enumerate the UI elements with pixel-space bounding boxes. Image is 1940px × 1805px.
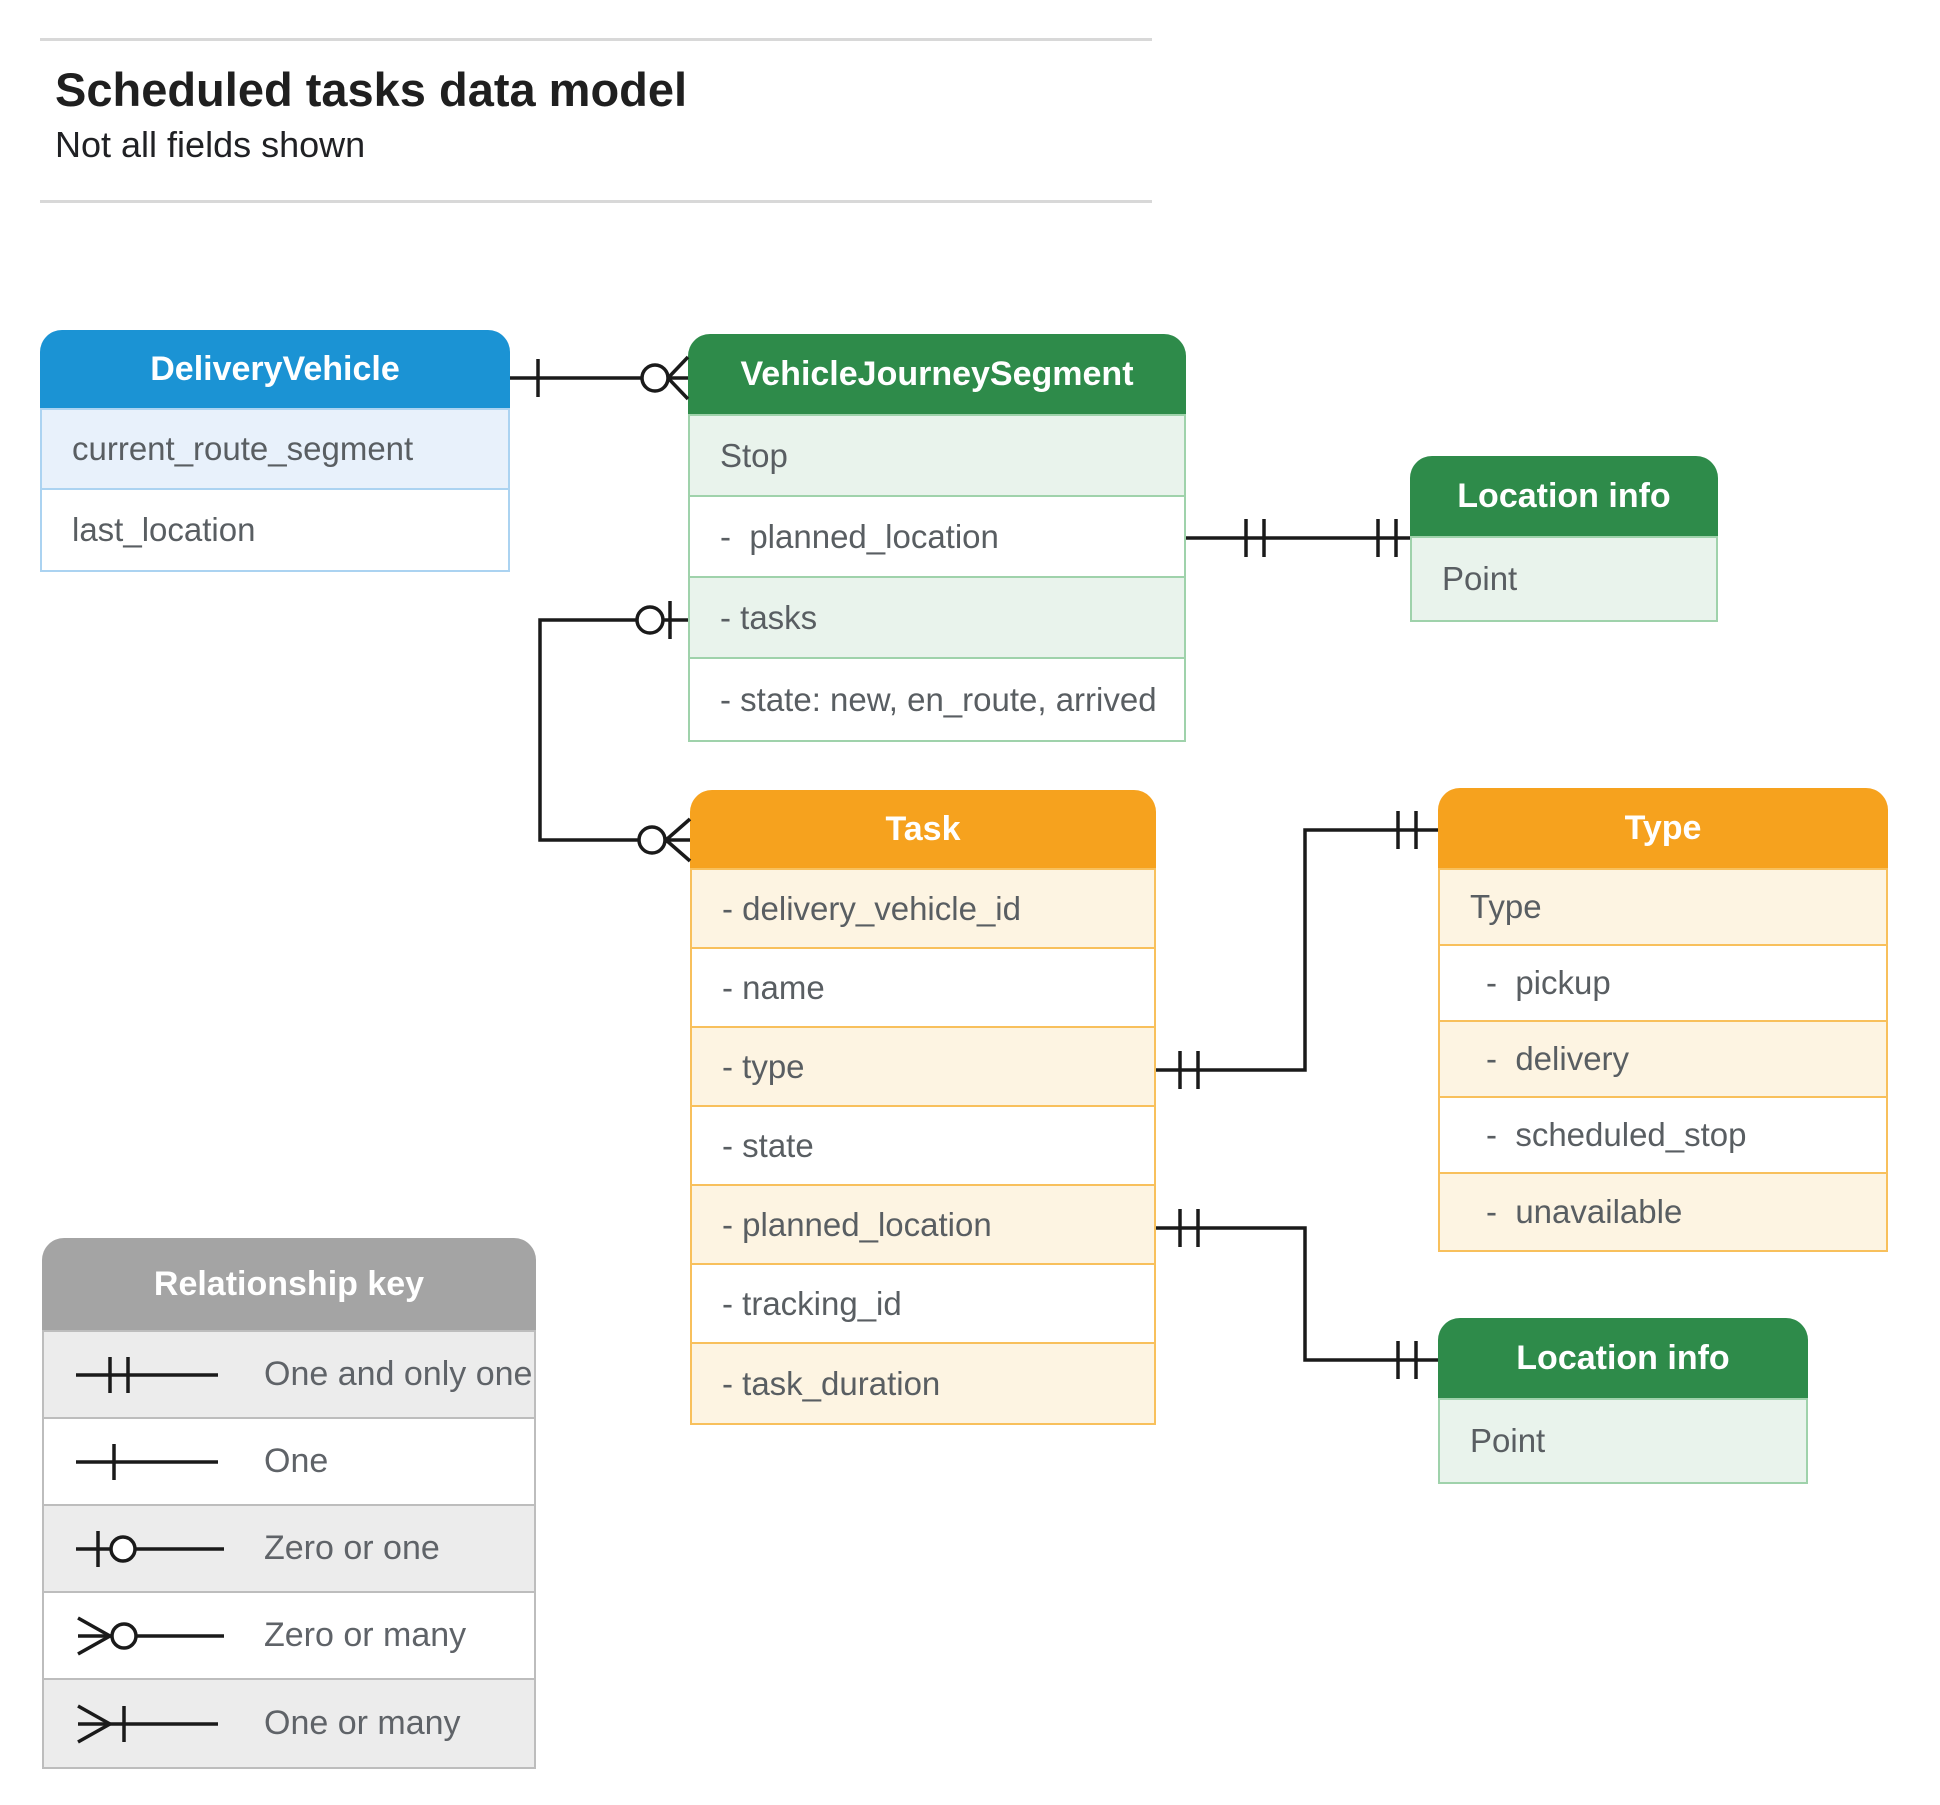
field-point-1: Point [1412, 538, 1716, 620]
field-scheduled-stop: - scheduled_stop [1440, 1098, 1886, 1174]
legend-item-one-and-only-one: One and only one [44, 1332, 534, 1419]
legend-label: Zero or one [264, 1529, 440, 1567]
legend-label: One and only one [264, 1355, 533, 1393]
field-current-route-segment: current_route_segment [42, 410, 508, 490]
page-title: Scheduled tasks data model [55, 63, 688, 116]
top-divider [40, 38, 1152, 41]
legend-item-zero-or-one: Zero or one [44, 1506, 534, 1593]
entity-title-vehicle-journey-segment: VehicleJourneySegment [688, 334, 1186, 414]
legend-label: One or many [264, 1704, 461, 1742]
field-task-planned-location: - planned_location [692, 1186, 1154, 1265]
field-type: - type [692, 1028, 1154, 1107]
entity-delivery-vehicle: DeliveryVehicle current_route_segment la… [40, 330, 510, 572]
field-tasks: - tasks [690, 578, 1184, 659]
legend-label: One [264, 1442, 329, 1480]
entity-title-location-info-1: Location info [1410, 456, 1718, 536]
field-delivery-vehicle-id: - delivery_vehicle_id [692, 870, 1154, 949]
page-subtitle: Not all fields shown [55, 124, 366, 165]
zero-or-one-icon [76, 1530, 224, 1567]
relationship-key: Relationship key One and only one One [42, 1238, 536, 1769]
field-last-location: last_location [42, 490, 508, 570]
field-delivery: - delivery [1440, 1022, 1886, 1098]
field-type-type: Type [1440, 870, 1886, 946]
field-vjs-planned-location: - planned_location [690, 497, 1184, 578]
entity-location-info-1: Location info Point [1410, 456, 1718, 622]
field-vjs-state: - state: new, en_route, arrived [690, 659, 1184, 740]
connector-task-locationinfo2 [1156, 1209, 1438, 1379]
entity-title-task: Task [690, 790, 1156, 868]
connector-vjs-task [538, 601, 692, 863]
entity-vehicle-journey-segment: VehicleJourneySegment Stop - planned_loc… [688, 334, 1186, 742]
zero-or-many-icon [77, 1615, 224, 1656]
field-task-duration: - task_duration [692, 1344, 1154, 1423]
field-point-2: Point [1440, 1400, 1806, 1482]
one-or-many-icon [77, 1703, 218, 1744]
field-stop: Stop [690, 416, 1184, 497]
field-unavailable: - unavailable [1440, 1174, 1886, 1250]
field-name: - name [692, 949, 1154, 1028]
legend-item-one: One [44, 1419, 534, 1506]
entity-task: Task - delivery_vehicle_id - name - type… [690, 790, 1156, 1425]
connector-deliveryvehicle-vehiclejourneysegment [510, 355, 690, 401]
legend-label: Zero or many [264, 1616, 467, 1654]
legend-item-one-or-many: One or many [44, 1680, 534, 1767]
relationship-key-title: Relationship key [42, 1238, 536, 1330]
entity-title-location-info-2: Location info [1438, 1318, 1808, 1398]
entity-title-type: Type [1438, 788, 1888, 868]
connector-task-type [1156, 811, 1438, 1089]
entity-location-info-2: Location info Point [1438, 1318, 1808, 1484]
one-icon [76, 1443, 218, 1480]
connector-vjs-locationinfo1 [1186, 519, 1410, 557]
entity-type: Type Type - pickup - delivery - schedule… [1438, 788, 1888, 1252]
field-pickup: - pickup [1440, 946, 1886, 1022]
field-tracking-id: - tracking_id [692, 1265, 1154, 1344]
field-state: - state [692, 1107, 1154, 1186]
title-bottom-divider [40, 200, 1152, 203]
legend-item-zero-or-many: Zero or many [44, 1593, 534, 1680]
one-and-only-one-icon [76, 1356, 218, 1393]
entity-title-delivery-vehicle: DeliveryVehicle [40, 330, 510, 408]
